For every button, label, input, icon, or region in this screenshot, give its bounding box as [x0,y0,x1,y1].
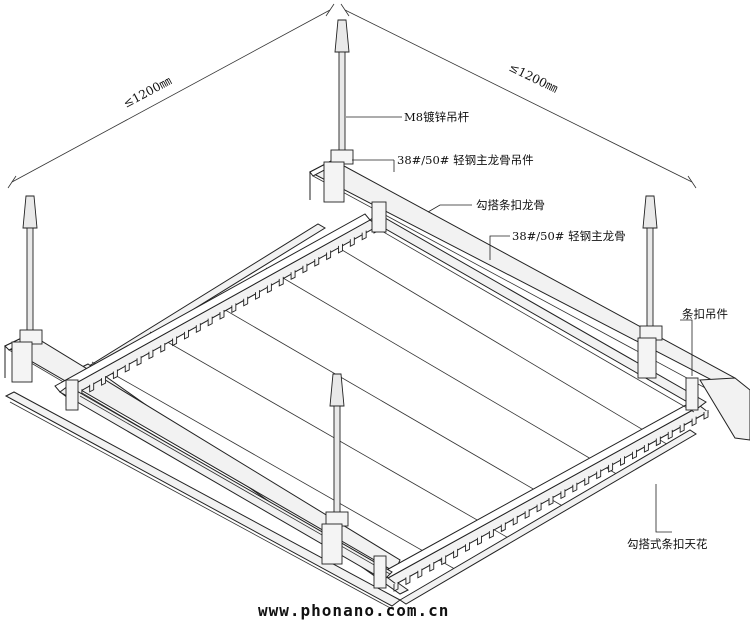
keel-tooth [393,582,399,592]
keel-tooth [608,462,614,473]
label-ceiling: 勾搭式条扣天花 [627,537,708,551]
keel-tooth [89,382,95,393]
keel-tooth [632,449,637,460]
keel-tooth [172,336,178,347]
keel-tooth [160,343,166,353]
keel-tooth [290,270,296,281]
label-rod: M8镀锌吊杆 [404,110,470,124]
keel-tooth [560,489,566,500]
keel-tooth [124,362,130,373]
keel-tooth [314,257,320,267]
keel-tooth [691,416,697,427]
keel-tooth [148,349,154,360]
keel-tooth [184,329,189,340]
keel-tooth [500,522,506,533]
keel-tooth [429,562,435,572]
keel-tooth [243,296,249,307]
keel-tooth [548,496,554,506]
hanging-rod-right [637,195,663,379]
keel-tooth [584,476,590,486]
keel-tooth [231,303,237,314]
frame-side-rails [59,213,707,581]
hanging-rod-front [321,373,349,565]
keel-tooth [572,482,578,493]
leader-lines [346,116,693,533]
keel-tooth [255,290,260,300]
strip-hangers [65,201,699,589]
keel-tooth [655,436,661,447]
label-main-hanger: 38#/50# 轻钢主龙骨吊件 [397,153,534,167]
keel-tooth [361,230,367,241]
hanging-rod-back [323,19,354,203]
keel-tooth [112,369,118,380]
dimension-left-label: ≤1200㎜ [121,74,174,111]
website-url: www.phonano.com.cn [258,601,449,620]
keel-tooth [679,423,685,433]
dimension-right-label: ≤1200㎜ [507,60,560,96]
keel-tooth [349,237,355,247]
hook-keel-right-teeth [393,410,709,592]
keel-tooth [136,356,142,367]
keel-tooth [524,509,530,519]
keel-tooth [302,263,308,274]
keel-tooth [536,502,542,513]
keel-tooth [417,568,423,579]
keel-tooth [195,323,201,333]
label-main-keel: 38#/50# 轻钢主龙骨 [512,229,626,243]
keel-tooth [453,548,459,559]
keel-tooth [667,429,673,440]
keel-tooth [441,555,447,566]
label-hook-keel: 勾搭条扣龙骨 [476,198,545,212]
hook-keel-right [382,399,709,585]
keel-tooth [620,456,625,467]
dimension-lines [7,3,697,189]
keel-tooth [207,316,213,327]
hanging-rod-left [11,195,43,383]
keel-tooth [465,542,470,553]
keel-tooth [477,535,482,546]
keel-tooth [512,515,518,526]
keel-tooth [488,529,494,539]
keel-tooth [703,410,709,420]
keel-tooth [326,250,332,261]
keel-tooth [101,376,106,386]
keel-tooth [643,443,649,453]
main-keel-back [308,159,750,441]
keel-tooth [596,469,602,480]
keel-tooth [266,283,272,294]
keel-tooth [219,310,225,320]
keel-tooth [338,243,343,254]
label-strip-hanger: 条扣吊件 [682,307,728,321]
keel-tooth [278,276,284,287]
keel-tooth [405,575,411,586]
